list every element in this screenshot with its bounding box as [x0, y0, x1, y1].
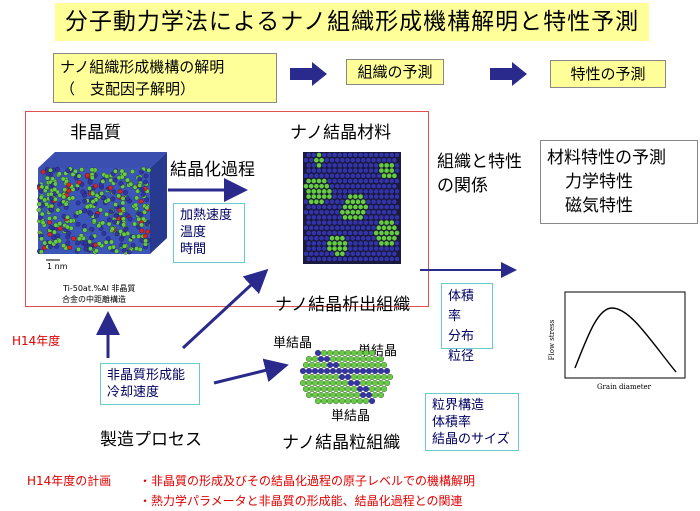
arrow-structure-to-property — [490, 62, 527, 86]
material-props-box: 材料特性の予測 力学特性 磁気特性 — [540, 140, 698, 224]
param-heating-rate: 加熱速度 — [180, 208, 233, 223]
plan-item1: ・非晶質の形成及びその結晶化過程の原子レベルでの機構解明 — [139, 474, 476, 488]
h14-label: H14年度 — [12, 334, 61, 348]
param-grain-size: 粒径 — [448, 349, 475, 364]
material-props-head: 材料特性の予測 — [547, 148, 666, 168]
amorphous-label: 非晶質 — [70, 123, 121, 143]
relation-line2: の関係 — [437, 176, 488, 196]
param-temperature: 温度 — [180, 225, 207, 240]
precipitation-label: ナノ結晶析出組織 — [275, 295, 411, 315]
heating-params-box: 加熱速度 温度 時間 — [173, 203, 245, 263]
param-time: 時間 — [180, 242, 207, 257]
plot-xlabel: Grain diameter — [597, 383, 652, 391]
property-prediction-box: 特性の予測 — [550, 60, 666, 88]
process-label: 製造プロセス — [100, 430, 202, 450]
caption-line1: Ti-50at.%Al 非晶質 — [63, 284, 136, 293]
single-crystal-3: 単結晶 — [331, 409, 371, 424]
param-glass-forming: 非晶質形成能 — [107, 368, 186, 383]
material-props-mechanical: 力学特性 — [565, 172, 633, 192]
param-grain-boundary: 粒界構造 — [432, 398, 485, 413]
nano-grain-image — [299, 349, 394, 405]
plot-ylabel: Flow stress — [548, 319, 556, 360]
arrow-mechanism-to-structure — [290, 62, 327, 86]
relation-line1: 組織と特性 — [437, 152, 522, 172]
param-cooling-rate: 冷却速度 — [107, 385, 160, 400]
plan-label: H14年度の計画 — [27, 474, 112, 488]
mechanism-line2: （ 支配因子解明） — [60, 80, 196, 98]
mechanism-box: ナノ組織形成機構の解明 （ 支配因子解明） — [53, 53, 277, 103]
flow-stress-plot — [564, 291, 686, 379]
nano-grain-label: ナノ結晶粒組織 — [282, 433, 401, 453]
param-crystal-size: 結晶のサイズ — [432, 432, 510, 447]
amorphous-cube-image — [36, 152, 167, 255]
arrow-process-to-grain — [213, 358, 289, 385]
nano-crystal-image — [303, 152, 401, 264]
precip-params-box: 体積率 分布 粒径 — [441, 283, 493, 364]
amorphous-params-box: 非晶質形成能 冷却速度 — [100, 363, 200, 405]
material-props-magnetic: 磁気特性 — [565, 196, 633, 216]
relation-label: 組織と特性 の関係 — [437, 150, 522, 198]
caption-line2: 合金の中距離構造 — [62, 295, 126, 304]
structure-prediction-box: 組織の予測 — [346, 59, 444, 85]
page-title: 分子動力学法によるナノ組織形成機構解明と特性予測 — [55, 3, 649, 41]
grain-params-box: 粒界構造 体積率 結晶のサイズ — [425, 393, 519, 451]
param-grain-volume: 体積率 — [432, 415, 472, 430]
param-volume-fraction: 体積率 — [448, 289, 475, 324]
param-distribution: 分布 — [448, 329, 475, 344]
plan-item2: ・熱力学パラメータと非晶質の形成能、結晶化過程との関連 — [139, 494, 463, 508]
arrow-process-to-crystal — [181, 268, 269, 350]
single-crystal-1: 単結晶 — [273, 336, 313, 351]
crystallization-label: 結晶化過程 — [170, 160, 255, 180]
nano-material-label: ナノ結晶材料 — [290, 123, 392, 143]
scale-label: 1 nm — [47, 262, 68, 271]
mechanism-line1: ナノ組織形成機構の解明 — [60, 58, 225, 76]
